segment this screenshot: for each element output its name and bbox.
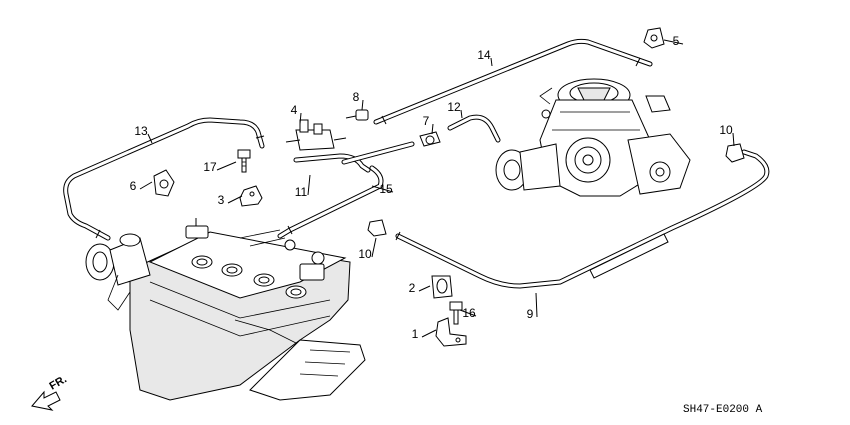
callout-c8: 8 (353, 90, 360, 104)
callout-c7: 7 (423, 114, 430, 128)
callout-c4: 4 (291, 103, 298, 117)
vacuum-hose-15 (277, 165, 384, 239)
callout-leader-c7 (431, 123, 434, 135)
clamp-2 (431, 275, 453, 299)
callout-leader-c15 (371, 185, 394, 193)
callout-leader-c11 (307, 174, 311, 196)
callout-leader-c5 (663, 39, 684, 45)
vacuum-hose-14 (373, 38, 653, 125)
callout-leader-c3 (227, 195, 243, 204)
callout-c10a: 10 (719, 123, 733, 137)
plug-8 (345, 109, 369, 121)
clamp-6 (153, 169, 175, 197)
callout-leader-c17 (216, 161, 237, 171)
clamp-10-center (367, 219, 387, 237)
callout-leader-c6 (139, 181, 153, 190)
callout-c5: 5 (673, 34, 680, 48)
callout-c9: 9 (527, 307, 534, 321)
callout-c11: 11 (295, 185, 308, 199)
callout-c16: 16 (462, 306, 476, 320)
diagram-code: SH47-E0200 A (683, 404, 763, 416)
callout-c12: 12 (447, 100, 461, 114)
front-direction-label: FR. (48, 373, 69, 392)
callout-leader-c8 (361, 99, 364, 111)
bracket-3 (239, 185, 263, 207)
callout-leader-c4 (299, 112, 302, 125)
bolt-17 (237, 149, 251, 173)
callout-c3: 3 (218, 193, 225, 207)
callout-c14: 14 (477, 48, 491, 62)
callout-c13: 13 (134, 124, 148, 138)
carburetor-assembly (495, 78, 691, 197)
callout-c17: 17 (203, 160, 217, 174)
callout-c10b: 10 (358, 247, 372, 261)
clamp-5 (643, 27, 665, 49)
callout-c2: 2 (409, 281, 416, 295)
callout-leader-c13 (147, 133, 153, 144)
clamp-10-right (725, 143, 745, 163)
callout-leader-c1 (421, 329, 437, 338)
callout-leader-c14 (490, 57, 493, 67)
callout-c1: 1 (412, 327, 419, 341)
bolt-16 (449, 301, 463, 325)
callout-leader-c2 (418, 285, 431, 292)
callout-leader-c9 (535, 292, 538, 318)
callout-leader-c12 (460, 109, 463, 119)
one-way-valve-7 (419, 131, 441, 147)
bracket-1 (435, 317, 467, 347)
callout-leader-c10b (371, 237, 377, 258)
callout-c6: 6 (130, 179, 137, 193)
vacuum-hose-12 (447, 114, 501, 143)
vacuum-hose-13 (63, 117, 265, 241)
callout-c15: 15 (379, 182, 393, 196)
front-direction-arrow-icon (31, 390, 61, 411)
vacuum-hose-9 (395, 149, 770, 289)
callout-leader-c16 (459, 309, 477, 317)
connector-hose (341, 141, 415, 165)
three-way-joint-4 (285, 119, 347, 151)
callout-leader-c10a (732, 132, 735, 147)
engine-cylinder-head (85, 218, 366, 401)
